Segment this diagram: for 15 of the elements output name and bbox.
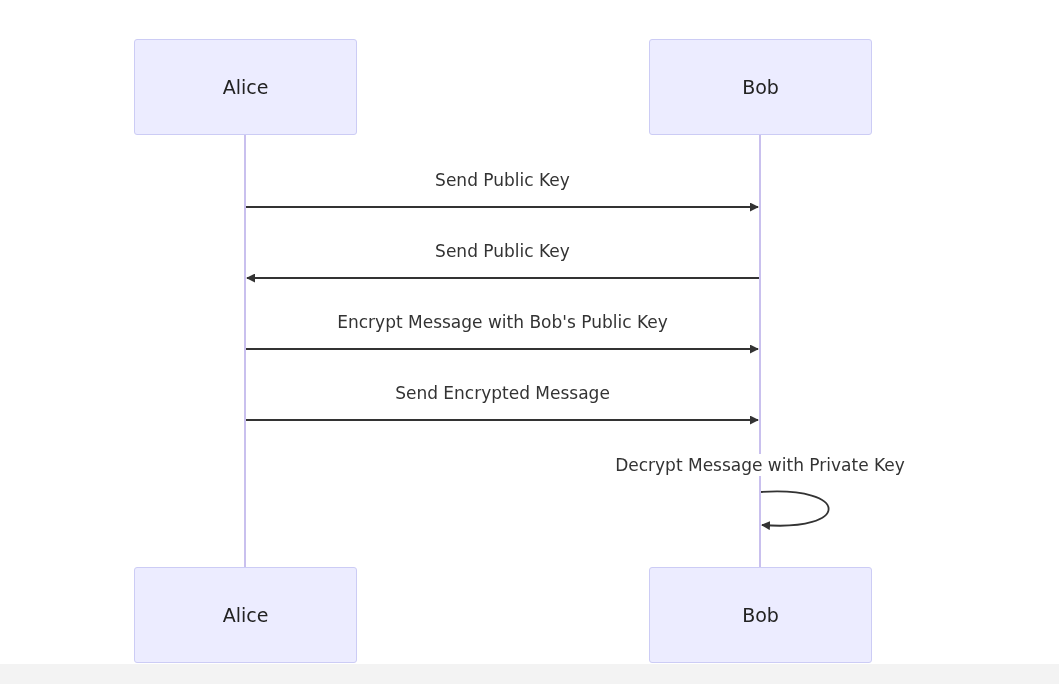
participant-name: Alice	[222, 76, 269, 98]
message-arrow	[245, 415, 759, 425]
message-arrow	[246, 273, 760, 283]
participant-name: Bob	[742, 604, 779, 626]
participant-name: Alice	[222, 604, 269, 626]
lifeline	[244, 135, 246, 567]
participant-box	[649, 39, 872, 135]
message-arrow	[245, 202, 759, 212]
participant-box	[134, 567, 357, 663]
participant-name: Bob	[742, 76, 779, 98]
lifeline	[759, 135, 761, 567]
message-arrow	[245, 344, 759, 354]
message-arrow	[760, 490, 830, 530]
participant-box	[649, 567, 872, 663]
participant-box	[134, 39, 357, 135]
